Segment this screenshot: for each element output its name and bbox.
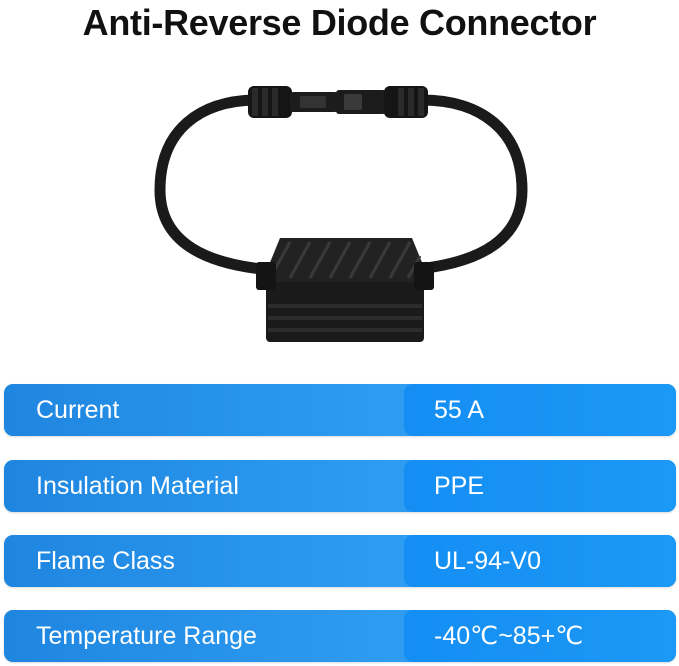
spec-row-temperature-range: Temperature Range -40℃~85+℃ xyxy=(4,610,676,662)
spec-value-cell: PPE xyxy=(404,460,676,512)
spec-value-cell: -40℃~85+℃ xyxy=(404,610,676,662)
spec-value-cell: UL-94-V0 xyxy=(404,535,676,587)
spec-label: Current xyxy=(36,396,120,424)
spec-value: 55 A xyxy=(434,396,485,424)
spec-row-current: Current 55 A xyxy=(4,384,676,436)
spec-label: Insulation Material xyxy=(36,472,239,500)
spec-label: Flame Class xyxy=(36,547,175,575)
spec-value: -40℃~85+℃ xyxy=(434,622,584,650)
spec-row-flame-class: Flame Class UL-94-V0 xyxy=(4,535,676,587)
spec-value: UL-94-V0 xyxy=(434,547,541,575)
spec-value: PPE xyxy=(434,472,485,500)
diode-connector-icon xyxy=(154,86,528,342)
spec-value-cell: 55 A xyxy=(404,384,676,436)
spec-label: Temperature Range xyxy=(36,622,257,650)
page-title: Anti-Reverse Diode Connector xyxy=(82,2,597,43)
spec-row-insulation-material: Insulation Material PPE xyxy=(4,460,676,512)
